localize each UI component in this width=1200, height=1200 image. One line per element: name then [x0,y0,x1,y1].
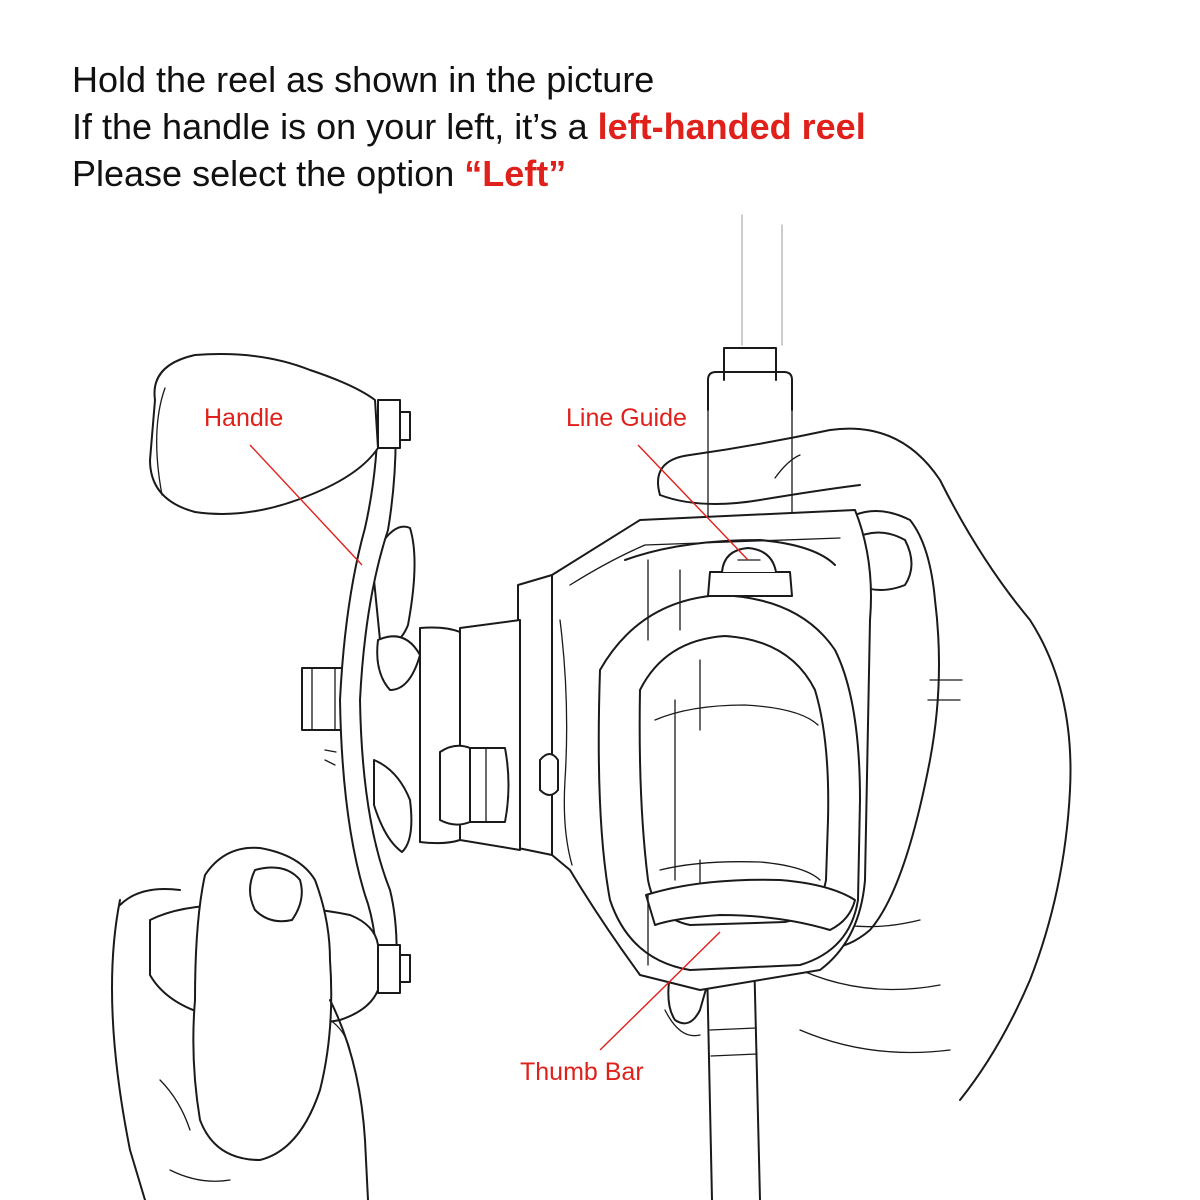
callout-handle-label: Handle [204,404,283,432]
reel-handle [149,353,411,994]
left-option-highlight: “Left” [464,153,567,194]
callout-handle: Handle [204,404,363,566]
instruction-line-3: Please select the option “Left” [72,150,1172,197]
instruction-line-2: If the handle is on your left, it’s a le… [72,103,1172,150]
left-handed-reel-highlight: left-handed reel [597,106,866,147]
callout-thumb-bar-label: Thumb Bar [520,1058,644,1086]
instructions: Hold the reel as shown in the picture If… [72,56,1172,197]
reel-side-plate [301,525,521,853]
instruction-text-1: Hold the reel as shown in the picture [72,59,655,100]
left-hand [111,846,379,1200]
callout-thumb-bar: Thumb Bar [520,931,721,1086]
callout-line-guide: Line Guide [566,404,749,561]
instruction-text-2: If the handle is on your left, it’s a [72,106,598,147]
callout-line-guide-label: Line Guide [566,404,687,432]
instruction-line-1: Hold the reel as shown in the picture [72,56,1172,103]
reel-body [517,509,872,991]
instruction-text-3: Please select the option [72,153,465,194]
